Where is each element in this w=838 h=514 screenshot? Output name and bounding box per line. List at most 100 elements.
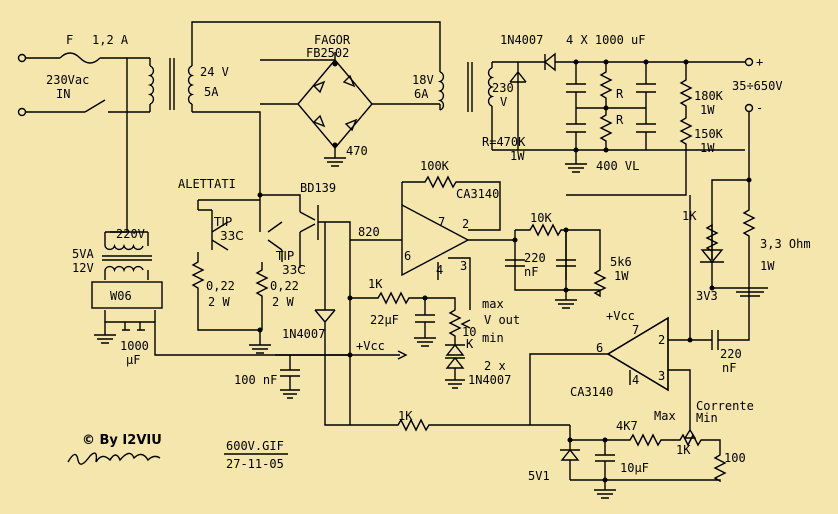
c22: 22µF: [370, 313, 399, 327]
pin7a: 7: [438, 215, 445, 229]
r180k-w: 1W: [700, 103, 715, 117]
pin2b: 2: [658, 333, 665, 347]
re2: 0,22: [270, 279, 299, 293]
r5k6: 5k6: [610, 255, 632, 269]
darlington-stage: [191, 192, 395, 426]
pot-min: min: [482, 331, 504, 345]
bridge-part: FB2502: [306, 46, 349, 60]
r-value: R=470K: [482, 135, 526, 149]
tip2-label: TIP: [275, 249, 294, 263]
r4k7: 4K7: [616, 419, 638, 433]
caps-label: 4 X 1000 uF: [566, 33, 645, 47]
file-name: 600V.GIF: [226, 439, 284, 453]
pot-vout: V out: [484, 313, 520, 327]
tip1-label: TIP: [213, 215, 232, 229]
mains-label: 230Vac: [46, 73, 89, 87]
opamp-2: [529, 195, 750, 430]
out-plus: +: [756, 55, 763, 69]
cur-min: Min: [696, 411, 718, 425]
zener-3v3: 3V3: [696, 289, 718, 303]
t3-v: 12V: [72, 261, 94, 275]
d-1n4007: 1N4007: [282, 327, 325, 341]
c100n: 100 nF: [234, 373, 277, 387]
vcc2: +Vcc: [606, 309, 635, 323]
pin3b: 3: [658, 369, 665, 383]
diodes-part: 1N4007: [468, 373, 511, 387]
r100: 100: [724, 451, 746, 465]
r-balance-2: R: [616, 113, 624, 127]
r180k: 180K: [694, 89, 724, 103]
c220a: 220: [524, 251, 546, 265]
pot-10: 10: [462, 325, 476, 339]
pot-max: max: [482, 297, 504, 311]
copyright: © By I2VIU: [82, 433, 162, 448]
tip2-num: 33C: [282, 263, 306, 277]
c220a-unit: nF: [524, 265, 538, 279]
r820: 820: [358, 225, 380, 239]
pot-k: K: [466, 337, 474, 351]
hv-rectifier: [492, 52, 754, 173]
fuse-label: F: [66, 33, 73, 47]
zener-5v1: 5V1: [528, 469, 550, 483]
opamp-1: [395, 175, 607, 310]
mid-network: [275, 240, 471, 425]
pin6b: 6: [596, 341, 603, 355]
c220b-unit: nF: [722, 361, 736, 375]
r3-3: 3,3 Ohm: [760, 237, 811, 251]
re1-w: 2 W: [208, 295, 230, 309]
aux-supply: [91, 231, 350, 356]
r150k: 150K: [694, 127, 724, 141]
bridge-brand: FAGOR: [314, 33, 351, 47]
r100k: 100K: [420, 159, 450, 173]
signature: [67, 452, 161, 465]
tip1-num: 33C: [220, 229, 244, 243]
bd139-label: BD139: [300, 181, 336, 195]
fuse-rating: 1,2 A: [92, 33, 129, 47]
bridge-w06: W06: [110, 289, 132, 303]
r10k: 10K: [530, 211, 552, 225]
t3-primary: 220V: [116, 227, 145, 241]
pot1k: 1K: [676, 443, 691, 457]
t3-va: 5VA: [72, 247, 94, 261]
corrente-label: Corrente: [696, 399, 754, 413]
c10: 10µF: [620, 461, 649, 475]
r1k-bottom: 1K: [398, 409, 413, 423]
c1000-unit: µF: [126, 353, 140, 367]
pin4b: 4: [632, 373, 639, 387]
r-value-w: 1W: [510, 149, 525, 163]
pin3a: 3: [460, 259, 467, 273]
cur-max: Max: [654, 409, 676, 423]
re1: 0,22: [206, 279, 235, 293]
diodes-2x: 2 x: [484, 359, 506, 373]
r150k-w: 1W: [700, 141, 715, 155]
mains-in-label: IN: [56, 87, 70, 101]
t2-voltage: 18V: [412, 73, 434, 87]
transformer-t2: [437, 61, 530, 150]
labels: F 1,2 A 230Vac IN 2 4 V 5A FAGOR FB2502 4…: [46, 33, 811, 483]
output-divider: [566, 59, 768, 297]
c1000: 1000: [120, 339, 149, 353]
bottom-network: [350, 418, 727, 499]
heatsink-label: ALETTATI: [178, 177, 236, 191]
r1k-right: 1K: [682, 209, 697, 223]
file-date: 27-11-05: [226, 457, 284, 471]
cap-voltage: 400 VL: [596, 159, 639, 173]
pin7b: 7: [632, 323, 639, 337]
t2-current: 6A: [414, 87, 429, 101]
pin6a: 6: [404, 249, 411, 263]
t1-current: 5A: [204, 85, 219, 99]
transformer-t1: [169, 21, 441, 195]
r3-3-w: 1W: [760, 259, 775, 273]
r1k-mid: 1K: [368, 277, 383, 291]
t2-secondary: 230: [492, 81, 514, 95]
opamp2-name: CA3140: [570, 385, 613, 399]
out-range: 35÷650V: [732, 79, 783, 93]
c220b: 220: [720, 347, 742, 361]
bridge-fb2502: [260, 52, 440, 167]
t2-secondary-unit: V: [500, 95, 507, 109]
re2-w: 2 W: [272, 295, 294, 309]
r-balance-1: R: [616, 87, 624, 101]
out-minus: -: [756, 101, 763, 115]
